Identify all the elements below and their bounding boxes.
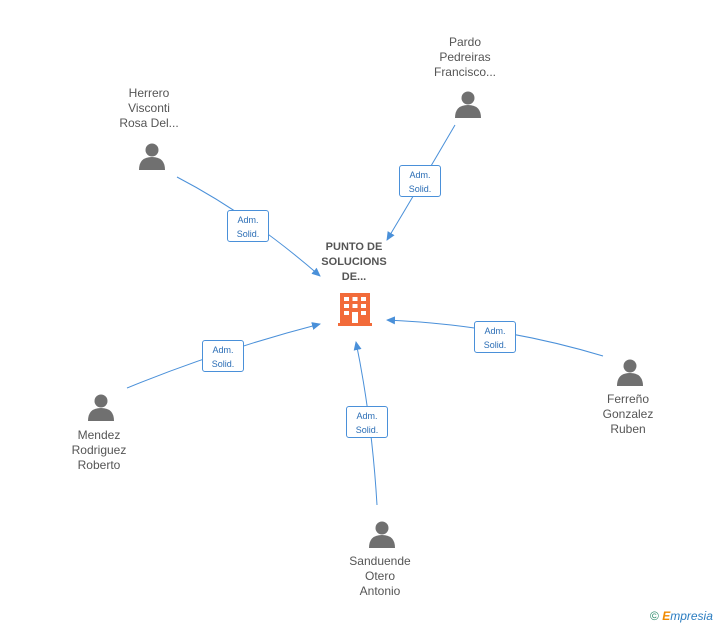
company-name-line: PUNTO DE — [325, 241, 383, 253]
person-name-line: Antonio — [359, 584, 401, 598]
role-badge-ferreno[interactable]: Adm. Solid. — [474, 321, 516, 353]
person-icon-herrero[interactable] — [139, 143, 165, 171]
role-badge-line: Solid. — [355, 425, 379, 435]
person-icon-ferreno[interactable] — [617, 359, 643, 387]
person-name-line: Mendez — [77, 428, 121, 442]
person-name-herrero[interactable]: Herrero Visconti Rosa Del... — [89, 86, 209, 131]
role-badge-pardo[interactable]: Adm. Solid. — [399, 165, 441, 197]
role-badge-herrero[interactable]: Adm. Solid. — [227, 210, 269, 242]
role-badge-line: Solid. — [408, 184, 432, 194]
person-name-line: Roberto — [77, 458, 121, 472]
person-name-line: Gonzalez — [602, 407, 654, 421]
brand-logo-rest: mpresia — [670, 609, 713, 623]
role-badge-line: Adm. — [356, 411, 378, 421]
role-badge-line: Adm. — [409, 170, 431, 180]
brand-logo-initial: E — [662, 609, 671, 623]
role-badge-line: Adm. — [237, 215, 259, 225]
person-name-line: Visconti — [128, 101, 170, 115]
person-icon-pardo[interactable] — [455, 91, 481, 119]
person-name-pardo[interactable]: Pardo Pedreiras Francisco... — [405, 35, 525, 80]
brand-footer[interactable]: © Empresia — [650, 609, 713, 623]
person-name-line: Pardo — [448, 35, 482, 49]
person-name-line: Pedreiras — [439, 50, 491, 64]
company-name[interactable]: PUNTO DE SOLUCIONS DE... — [294, 240, 414, 285]
person-icon-mendez[interactable] — [88, 394, 114, 422]
person-name-line: Ruben — [610, 422, 646, 436]
role-badge-line: Solid. — [211, 359, 235, 369]
person-name-line: Sanduende — [349, 554, 411, 568]
role-badge-line: Solid. — [236, 229, 260, 239]
person-name-sanduende[interactable]: Sanduende Otero Antonio — [320, 554, 440, 599]
role-badge-mendez[interactable]: Adm. Solid. — [202, 340, 244, 372]
copyright-icon: © — [650, 609, 659, 623]
role-badge-line: Adm. — [212, 345, 234, 355]
company-name-line: SOLUCIONS — [321, 256, 387, 268]
person-name-line: Herrero — [128, 86, 170, 100]
person-name-line: Rodriguez — [71, 443, 127, 457]
building-icon[interactable] — [338, 293, 372, 326]
person-icon-sanduende[interactable] — [369, 521, 395, 549]
person-name-mendez[interactable]: Mendez Rodriguez Roberto — [39, 428, 159, 473]
company-name-line: DE... — [341, 271, 367, 283]
person-name-line: Francisco... — [433, 65, 496, 79]
role-badge-line: Solid. — [483, 340, 507, 350]
person-name-line: Otero — [364, 569, 395, 583]
person-name-ferreno[interactable]: Ferreño Gonzalez Ruben — [568, 392, 688, 437]
person-name-line: Ferreño — [606, 392, 650, 406]
person-name-line: Rosa Del... — [119, 116, 179, 130]
role-badge-sanduende[interactable]: Adm. Solid. — [346, 406, 388, 438]
role-badge-line: Adm. — [484, 326, 506, 336]
